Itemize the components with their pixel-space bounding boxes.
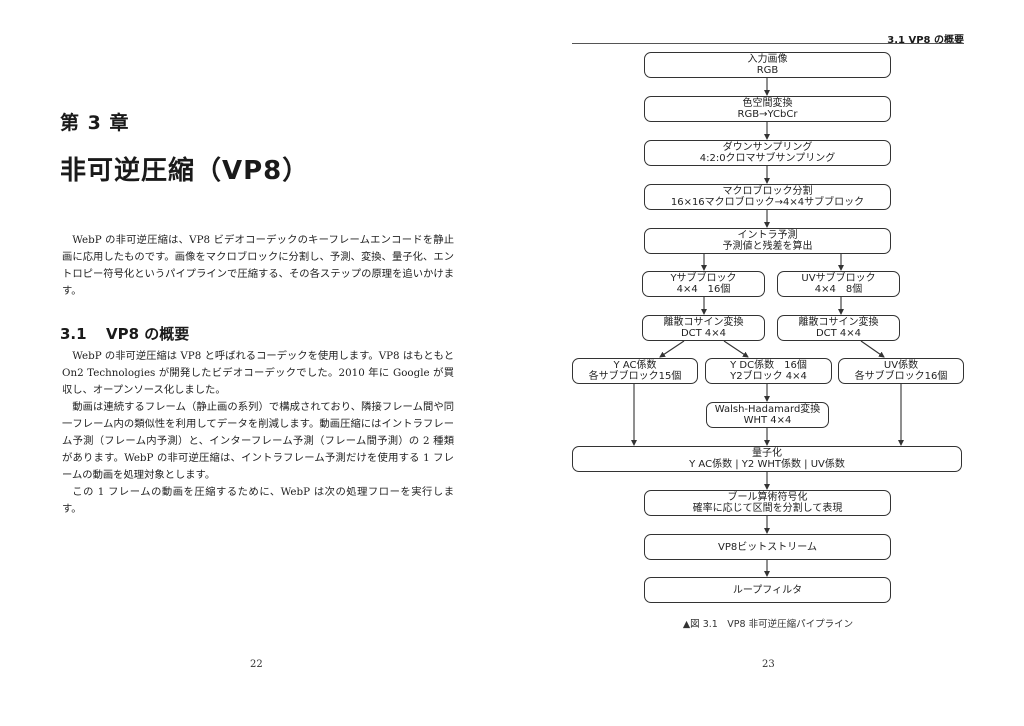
step-input-image: 入力画像 RGB <box>644 52 891 78</box>
step-title: 量子化 <box>752 448 782 459</box>
step-detail: RGB <box>756 65 779 76</box>
step-walsh-hadamard: Walsh-Hadamard変換 WHT 4×4 <box>706 402 829 428</box>
step-detail: 16×16マクロブロック→4×4サブブロック <box>670 197 865 208</box>
step-title: ダウンサンプリング <box>722 142 813 153</box>
step-title: Walsh-Hadamard変換 <box>714 404 821 415</box>
step-macroblock: マクロブロック分割 16×16マクロブロック→4×4サブブロック <box>644 184 891 210</box>
step-detail: 各サブブロック16個 <box>854 371 948 382</box>
step-title: 入力画像 <box>747 54 788 65</box>
step-detail: WHT 4×4 <box>743 415 792 426</box>
step-uv-subblock: UVサブブロック 4×4 8個 <box>777 271 900 297</box>
step-y-dc-coefficients: Y DC係数 16個 Y2ブロック 4×4 <box>705 358 832 384</box>
step-detail: 4×4 16個 <box>676 284 731 295</box>
step-y-dct: 離散コサイン変換 DCT 4×4 <box>642 315 765 341</box>
step-detail: RGB→YCbCr <box>737 109 798 120</box>
step-boolean-arithmetic-coding: ブール算術符号化 確率に応じて区間を分割して表現 <box>644 490 891 516</box>
chapter-intro: WebP の非可逆圧縮は、VP8 ビデオコーデックのキーフレームエンコードを静止… <box>62 232 454 300</box>
step-detail: 予測値と残差を算出 <box>722 241 813 252</box>
chapter-label: 第 3 章 <box>60 112 130 134</box>
step-quantization: 量子化 Y AC係数 | Y2 WHT係数 | UV係数 <box>572 446 962 472</box>
chapter-title: 非可逆圧縮（VP8） <box>60 156 310 186</box>
section-body: WebP の非可逆圧縮は VP8 と呼ばれるコーデックを使用します。VP8 はも… <box>62 348 454 518</box>
step-intra-prediction: イントラ予測 予測値と残差を算出 <box>644 228 891 254</box>
step-uv-dct: 離散コサイン変換 DCT 4×4 <box>777 315 900 341</box>
step-title: 色空間変換 <box>742 98 793 109</box>
step-title: ブール算術符号化 <box>727 492 808 503</box>
step-loop-filter: ループフィルタ <box>644 577 891 603</box>
flow-arrows <box>631 78 904 577</box>
step-y-ac-coefficients: Y AC係数 各サブブロック15個 <box>572 358 698 384</box>
figure-caption: ▲図 3.1 VP8 非可逆圧縮パイプライン <box>682 619 854 630</box>
left-page: 第 3 章 非可逆圧縮（VP8） WebP の非可逆圧縮は、VP8 ビデオコーデ… <box>60 112 454 670</box>
running-head: 3.1 VP8 の概要 <box>887 35 964 46</box>
body-paragraph: WebP の非可逆圧縮は VP8 と呼ばれるコーデックを使用します。VP8 はも… <box>62 350 454 396</box>
step-y-subblock: Yサブブロック 4×4 16個 <box>642 271 765 297</box>
step-detail: 確率に応じて区間を分割して表現 <box>692 503 843 514</box>
step-color-space: 色空間変換 RGB→YCbCr <box>644 96 891 122</box>
page-number: 22 <box>250 659 263 670</box>
step-detail: 各サブブロック15個 <box>588 371 682 382</box>
header-rule <box>572 43 964 44</box>
step-detail: DCT 4×4 <box>680 328 727 339</box>
step-title: UVサブブロック <box>801 273 876 284</box>
section-number: 3.1 <box>60 325 87 343</box>
step-title: 離散コサイン変換 <box>663 317 744 328</box>
step-title: Y AC係数 <box>613 360 657 371</box>
body-paragraph: 動画は連続するフレーム（静止画の系列）で構成されており、隣接フレーム間や同一フレ… <box>62 401 454 481</box>
step-detail: Y2ブロック 4×4 <box>730 371 807 382</box>
step-detail: DCT 4×4 <box>815 328 862 339</box>
step-detail: Y AC係数 | Y2 WHT係数 | UV係数 <box>689 459 845 470</box>
step-downsampling: ダウンサンプリング 4:2:0クロマサブサンプリング <box>644 140 891 166</box>
step-title: VP8ビットストリーム <box>718 541 817 553</box>
right-page: 3.1 VP8 の概要 <box>512 0 1024 726</box>
body-paragraph: この 1 フレームの動画を圧縮するために、WebP は次の処理フローを実行します… <box>62 486 454 515</box>
step-detail: 4:2:0クロマサブサンプリング <box>699 153 836 164</box>
step-title: ループフィルタ <box>732 584 803 596</box>
section-heading: 3.1 VP8 の概要 <box>60 323 189 344</box>
step-title: マクロブロック分割 <box>722 186 813 197</box>
step-title: Yサブブロック <box>670 273 737 284</box>
page-number: 23 <box>762 659 775 670</box>
step-vp8-bitstream: VP8ビットストリーム <box>644 534 891 560</box>
section-title: VP8 の概要 <box>106 325 190 343</box>
step-uv-coefficients: UV係数 各サブブロック16個 <box>838 358 964 384</box>
intro-paragraph: WebP の非可逆圧縮は、VP8 ビデオコーデックのキーフレームエンコードを静止… <box>62 234 454 297</box>
step-title: 離散コサイン変換 <box>798 317 879 328</box>
step-title: Y DC係数 16個 <box>730 360 807 371</box>
step-detail: 4×4 8個 <box>814 284 863 295</box>
step-title: UV係数 <box>883 360 919 371</box>
step-title: イントラ予測 <box>737 230 798 241</box>
